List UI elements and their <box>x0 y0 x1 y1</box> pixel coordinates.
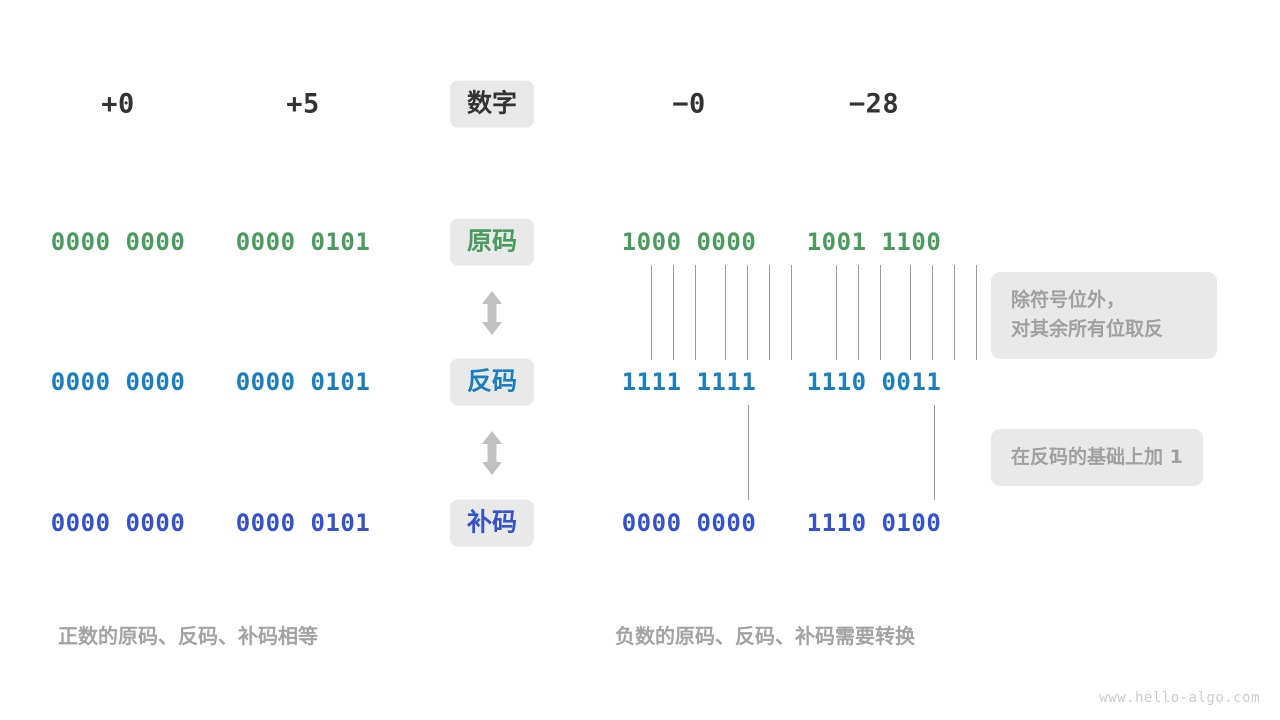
twos-complement-plus-five-bits: 0000 0101 <box>235 509 371 537</box>
true-form-minus-twentyeight-bits: 1001 1100 <box>806 228 942 256</box>
header-number-minus-zero: −0 <box>672 88 706 120</box>
true-form-plus-zero-bits: 0000 0000 <box>50 228 186 256</box>
header-number-plus-zero: +0 <box>101 88 135 120</box>
minus-zero-invert-line-2 <box>695 265 696 360</box>
twos-complement-minus-twentyeight-bits: 1110 0100 <box>806 509 942 537</box>
header-number-plus-five: +5 <box>286 88 320 120</box>
ones-complement-minus-zero-bits: 1111 1111 <box>621 368 757 396</box>
positive-caption: 正数的原码、反码、补码相等 <box>58 624 318 648</box>
minus-zero-addone-line <box>748 405 749 500</box>
minus-28-invert-line-6 <box>976 265 977 360</box>
minus-28-invert-line-3 <box>910 265 911 360</box>
minus-zero-invert-line-4 <box>747 265 748 360</box>
arrow-ones-to-twos-icon <box>482 431 502 475</box>
ones-complement-minus-twentyeight-bits: 1110 0011 <box>806 368 942 396</box>
header-number-minus-twentyeight: −28 <box>848 88 900 120</box>
add-one-note: 在反码的基础上加 1 <box>991 429 1203 487</box>
invert-bits-note: 除符号位外， 对其余所有位取反 <box>991 272 1217 359</box>
badge-number: 数字 <box>449 80 535 128</box>
ones-complement-plus-zero-bits: 0000 0000 <box>50 368 186 396</box>
minus-28-invert-line-5 <box>954 265 955 360</box>
twos-complement-plus-zero-bits: 0000 0000 <box>50 509 186 537</box>
twos-complement-minus-zero-bits: 0000 0000 <box>621 509 757 537</box>
badge-ones-complement: 反码 <box>449 358 535 406</box>
minus-zero-invert-line-0 <box>651 265 652 360</box>
minus-zero-invert-line-3 <box>725 265 726 360</box>
minus-28-invert-line-2 <box>880 265 881 360</box>
badge-twos-complement: 补码 <box>449 499 535 547</box>
minus-28-addone-line <box>934 405 935 500</box>
minus-zero-invert-line-6 <box>791 265 792 360</box>
badge-true-form: 原码 <box>449 218 535 266</box>
minus-28-invert-line-4 <box>932 265 933 360</box>
negative-caption: 负数的原码、反码、补码需要转换 <box>615 624 915 648</box>
minus-zero-invert-line-1 <box>673 265 674 360</box>
arrow-true-to-ones-icon <box>482 291 502 335</box>
minus-28-invert-line-1 <box>858 265 859 360</box>
watermark: www.hello-algo.com <box>1099 690 1260 706</box>
minus-28-invert-line-0 <box>836 265 837 360</box>
true-form-plus-five-bits: 0000 0101 <box>235 228 371 256</box>
minus-zero-invert-line-5 <box>769 265 770 360</box>
ones-complement-plus-five-bits: 0000 0101 <box>235 368 371 396</box>
true-form-minus-zero-bits: 1000 0000 <box>621 228 757 256</box>
